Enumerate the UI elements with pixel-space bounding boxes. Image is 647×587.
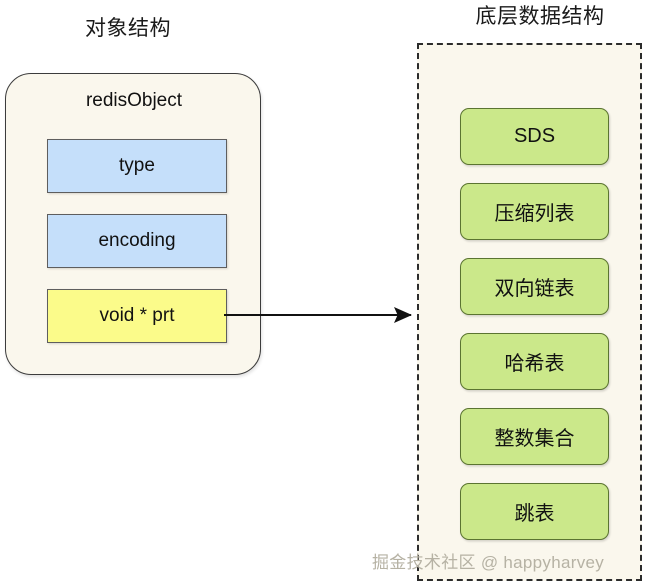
ds-box-label: 压缩列表 <box>494 203 575 225</box>
field-label: void * prt <box>99 305 175 326</box>
ds-box-label: 双向链表 <box>494 278 575 300</box>
ds-box-ziplist: 压缩列表 <box>460 183 609 240</box>
ds-box-label: 整数集合 <box>494 428 575 450</box>
ds-box-sds: SDS <box>460 108 609 165</box>
underlying-data-structure-title: 底层数据结构 <box>475 5 605 28</box>
ds-box-intset: 整数集合 <box>460 408 609 465</box>
ds-box-label: SDS <box>513 125 556 147</box>
field-box-void-ptr: void * prt <box>47 289 227 343</box>
ds-box-label: 哈希表 <box>504 353 565 375</box>
redis-object-card: redisObject type encoding void * prt <box>5 73 261 375</box>
object-structure-title: 对象结构 <box>85 17 171 40</box>
field-label: type <box>119 155 155 176</box>
ds-box-hashtable: 哈希表 <box>460 333 609 390</box>
ds-box-linkedlist: 双向链表 <box>460 258 609 315</box>
ds-box-skiplist: 跳表 <box>460 483 609 540</box>
ds-box-label: 跳表 <box>514 503 555 525</box>
field-box-encoding: encoding <box>47 214 227 268</box>
pointer-arrow-icon <box>224 307 412 323</box>
underlying-data-structure-panel: SDS 压缩列表 双向链表 哈希表 整数集合 跳表 <box>417 43 642 581</box>
field-label: encoding <box>98 230 176 251</box>
redis-object-card-title: redisObject <box>85 90 183 111</box>
field-box-type: type <box>47 139 227 193</box>
